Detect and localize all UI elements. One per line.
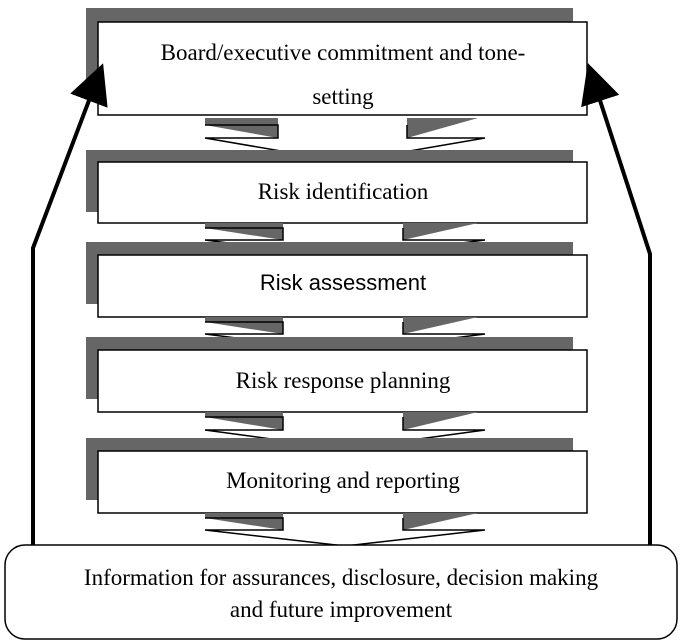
step-label: Risk assessment [260, 270, 426, 295]
step-box [97, 450, 588, 514]
output-information-box: Information for assurances, disclosure, … [4, 544, 678, 640]
step-monitoring-and-reporting: Monitoring and reporting [86, 438, 588, 514]
step-risk-response-planning: Risk response planning [86, 337, 588, 413]
step-box [97, 349, 588, 413]
step-label-line1: Board/executive commitment and tone- [161, 40, 526, 65]
step-risk-assessment: Risk assessment [86, 242, 588, 318]
step-box [97, 254, 588, 318]
step-box [97, 161, 588, 224]
arrow-up-left-icon [31, 63, 108, 545]
output-box [4, 544, 678, 640]
step-risk-identification: Risk identification [86, 150, 588, 224]
step-box [97, 21, 588, 116]
step-label: Risk response planning [236, 368, 451, 393]
flow-connector [204, 513, 486, 547]
feedback-arrow-left [31, 63, 108, 545]
step-label: Monitoring and reporting [226, 468, 460, 493]
step-board-commitment: Board/executive commitment and tone- set… [86, 8, 588, 116]
step-label: Risk identification [258, 179, 429, 204]
arrow-up-right-icon [581, 62, 652, 545]
feedback-arrow-right [581, 62, 652, 545]
output-label-line2: and future improvement [230, 597, 453, 622]
step-label-line2: setting [312, 84, 374, 109]
output-label-line1: Information for assurances, disclosure, … [84, 565, 599, 590]
